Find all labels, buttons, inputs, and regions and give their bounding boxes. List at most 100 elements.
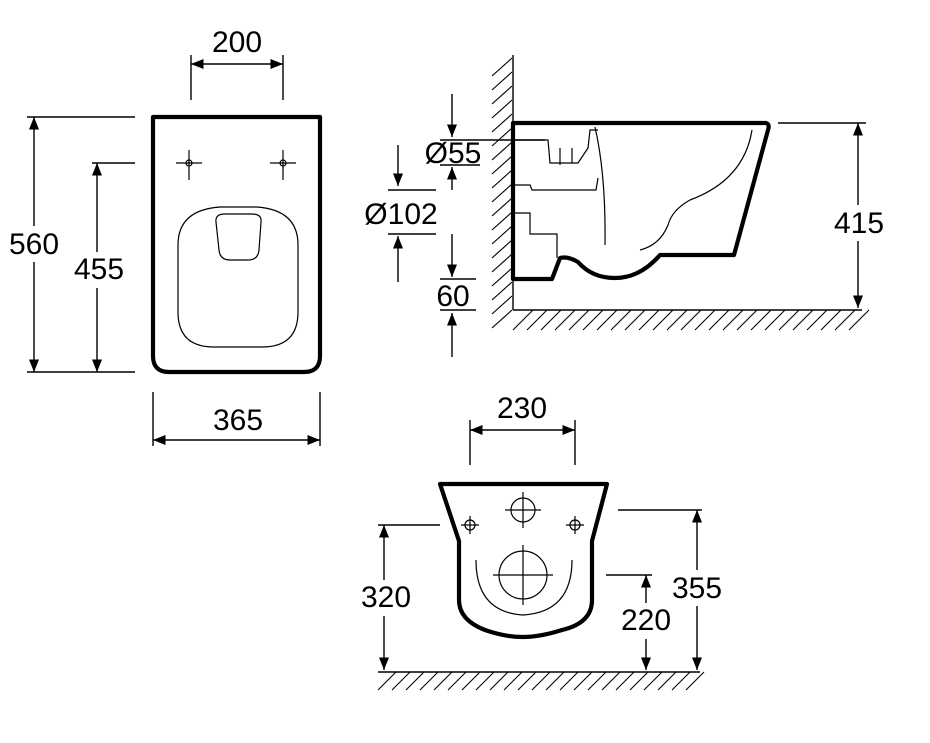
- hatch-stroke: [489, 671, 509, 691]
- dim-hole-spacing-top: 200: [190, 26, 284, 100]
- hatch-stroke: [694, 309, 716, 331]
- dim-label-560: 560: [9, 228, 59, 261]
- hatch-stroke: [629, 671, 649, 691]
- hatch-stroke: [666, 309, 688, 331]
- hatch-stroke: [750, 309, 772, 331]
- top-view: 200 560 455 365: [3, 26, 323, 446]
- hatch-stroke: [764, 309, 786, 331]
- hatch-stroke: [491, 267, 513, 287]
- hatch-stroke: [447, 671, 467, 691]
- hatch-stroke: [554, 309, 576, 331]
- hatch-stroke: [491, 295, 513, 315]
- hatch-stroke: [512, 309, 534, 331]
- hatch-stroke: [503, 671, 523, 691]
- dim-hole-spacing-rear: 230: [469, 392, 576, 465]
- hatch-stroke: [526, 309, 548, 331]
- hatch-stroke: [792, 309, 814, 331]
- hatch-stroke: [638, 309, 660, 331]
- hatch-stroke: [377, 671, 397, 691]
- rear-fixing-left: [461, 516, 479, 534]
- hatch-stroke: [405, 671, 425, 691]
- hatch-stroke: [652, 309, 674, 331]
- rear-inner-arc: [475, 559, 573, 616]
- top-view-outline: [150, 114, 323, 375]
- wall-hatch: [491, 57, 513, 329]
- hatch-stroke: [475, 671, 495, 691]
- hatch-stroke: [568, 309, 590, 331]
- hatch-stroke: [531, 671, 551, 691]
- hatch-stroke: [643, 671, 663, 691]
- inlet-pipe: [513, 129, 598, 164]
- dim-outlet-height: 220: [606, 574, 677, 670]
- hatch-stroke: [491, 127, 513, 147]
- dim-outlet-offset: 60: [436, 234, 476, 357]
- dim-label-320: 320: [361, 581, 411, 614]
- rear-view-outline: [437, 481, 610, 640]
- dim-label-200: 200: [212, 26, 262, 59]
- hatch-stroke: [545, 671, 565, 691]
- hatch-stroke: [491, 99, 513, 119]
- hatch-stroke: [540, 309, 562, 331]
- outlet-lower: [513, 212, 558, 258]
- hatch-stroke: [624, 309, 646, 331]
- hatch-stroke: [491, 281, 513, 301]
- dim-hole-to-front: 455: [68, 162, 135, 372]
- dim-outlet: Ø102: [360, 145, 444, 282]
- hatch-stroke: [722, 309, 744, 331]
- hatch-stroke: [491, 85, 513, 105]
- bowl-trap: [594, 126, 606, 246]
- side-view: Ø55 Ø102 60 415: [360, 55, 890, 357]
- hatch-stroke: [848, 309, 870, 331]
- hatch-stroke: [491, 309, 513, 329]
- hatch-stroke: [708, 309, 730, 331]
- hatch-stroke: [657, 671, 677, 691]
- hatch-stroke: [491, 141, 513, 161]
- dim-label-220: 220: [621, 604, 671, 637]
- dim-label-415: 415: [834, 207, 884, 240]
- hatch-stroke: [491, 169, 513, 189]
- dim-height: 415: [778, 122, 890, 308]
- floor-hatch-side: [512, 309, 870, 331]
- seat-outline: [177, 206, 299, 348]
- dim-label-455: 455: [74, 253, 124, 286]
- bowl-inner-curve: [639, 129, 753, 251]
- hatch-stroke: [491, 225, 513, 245]
- dim-inlet: Ø55: [425, 94, 545, 190]
- hatch-stroke: [491, 253, 513, 273]
- hatch-stroke: [834, 309, 856, 331]
- hatch-stroke: [680, 309, 702, 331]
- bowl-side-outline: [510, 120, 771, 282]
- inlet-hole: [505, 492, 541, 528]
- hatch-stroke: [491, 155, 513, 175]
- hatch-stroke: [491, 239, 513, 259]
- dim-width: 365: [152, 392, 321, 446]
- outlet-hole: [493, 545, 553, 605]
- hatch-stroke: [491, 71, 513, 91]
- hatch-stroke: [491, 211, 513, 231]
- hatch-stroke: [610, 309, 632, 331]
- dim-label-inlet: Ø55: [425, 137, 482, 170]
- dim-depth: 560: [3, 116, 135, 373]
- hatch-stroke: [391, 671, 411, 691]
- rear-view: 230 320 355 220: [356, 392, 728, 691]
- hatch-stroke: [517, 671, 537, 691]
- rear-fixing-right: [566, 516, 584, 534]
- fixing-hole-left: [176, 150, 202, 180]
- hatch-stroke: [820, 309, 842, 331]
- hatch-stroke: [491, 57, 513, 77]
- dim-label-outlet: Ø102: [364, 198, 437, 231]
- hatch-stroke: [736, 309, 758, 331]
- dim-label-365: 365: [213, 404, 263, 437]
- dim-fixing-height: 320: [356, 524, 440, 670]
- dim-label-60: 60: [436, 280, 469, 313]
- seat-inner: [215, 213, 262, 261]
- outlet-pipe: [513, 177, 599, 191]
- hatch-stroke: [587, 671, 607, 691]
- hatch-stroke: [601, 671, 621, 691]
- hatch-stroke: [596, 309, 618, 331]
- hatch-stroke: [433, 671, 453, 691]
- hatch-stroke: [671, 671, 691, 691]
- hatch-stroke: [778, 309, 800, 331]
- hatch-stroke: [491, 183, 513, 203]
